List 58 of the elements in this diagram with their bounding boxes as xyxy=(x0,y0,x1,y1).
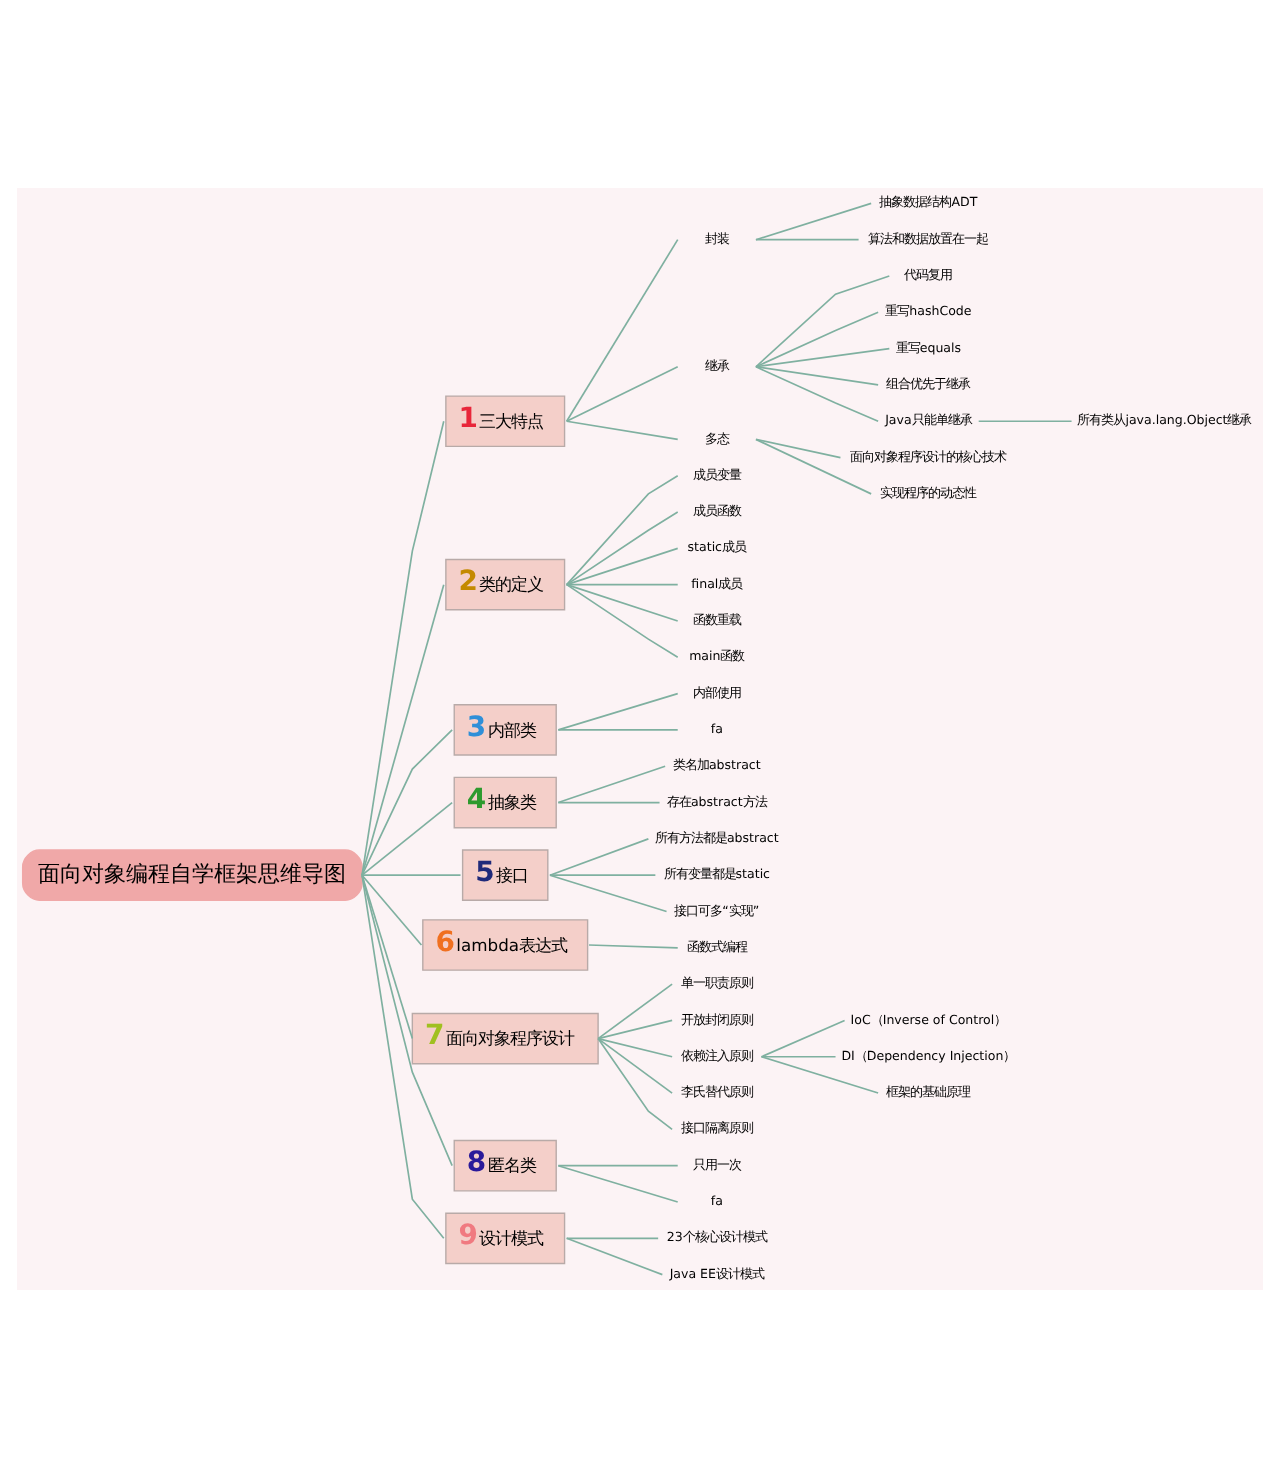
connector xyxy=(565,419,679,440)
node-box: 2类的定义 xyxy=(445,557,566,610)
connector xyxy=(760,1054,879,1093)
node-box: 4抽象类 xyxy=(453,775,557,828)
connector xyxy=(557,764,666,803)
connector xyxy=(361,873,462,875)
connector xyxy=(549,873,668,912)
connector xyxy=(565,546,679,585)
connector xyxy=(557,691,679,730)
node-box: 7面向对象程序设计 xyxy=(411,1011,599,1064)
connector xyxy=(755,274,891,367)
connector xyxy=(755,237,860,240)
connector xyxy=(755,364,879,422)
connector xyxy=(597,1036,673,1130)
node-box: 3 内部类 xyxy=(453,703,557,755)
connector xyxy=(565,510,679,585)
connector xyxy=(565,237,679,422)
node-box: 6lambda表达式 xyxy=(422,918,589,970)
connector xyxy=(755,310,879,367)
connector xyxy=(565,473,679,585)
connector xyxy=(565,582,679,658)
connector xyxy=(361,419,445,875)
connector xyxy=(597,982,673,1039)
connector xyxy=(361,873,445,1239)
connector xyxy=(588,943,679,948)
connector xyxy=(755,437,872,494)
connector xyxy=(597,1018,673,1039)
node-box: 8 匿名类 xyxy=(453,1138,557,1191)
connector xyxy=(565,582,679,585)
connector xyxy=(361,582,445,875)
connector xyxy=(557,1163,679,1166)
connector xyxy=(557,728,679,730)
connector xyxy=(755,364,879,385)
connector xyxy=(977,419,1073,422)
node-box: 9设计模式 xyxy=(445,1211,566,1264)
connector xyxy=(760,1054,837,1057)
connector xyxy=(565,582,679,621)
connector xyxy=(755,437,842,458)
connector xyxy=(565,364,679,422)
connector xyxy=(597,1036,673,1093)
connector xyxy=(361,728,453,875)
connector xyxy=(549,837,650,875)
connector xyxy=(565,1236,664,1275)
connector xyxy=(361,873,453,1166)
connector xyxy=(361,800,453,875)
connector xyxy=(755,201,872,240)
node-box: 面向对象编程自学框架思维导图 xyxy=(21,848,363,901)
connector xyxy=(760,1018,846,1057)
node-box: 1三大特点 xyxy=(445,394,566,447)
connector xyxy=(557,1163,679,1202)
connector xyxy=(361,873,423,945)
connector xyxy=(557,800,661,803)
node-box: 5接口 xyxy=(461,848,549,901)
connector xyxy=(565,1236,659,1239)
connector xyxy=(549,873,657,875)
connector xyxy=(755,346,891,367)
connector xyxy=(361,873,414,1039)
connector xyxy=(597,1036,673,1057)
